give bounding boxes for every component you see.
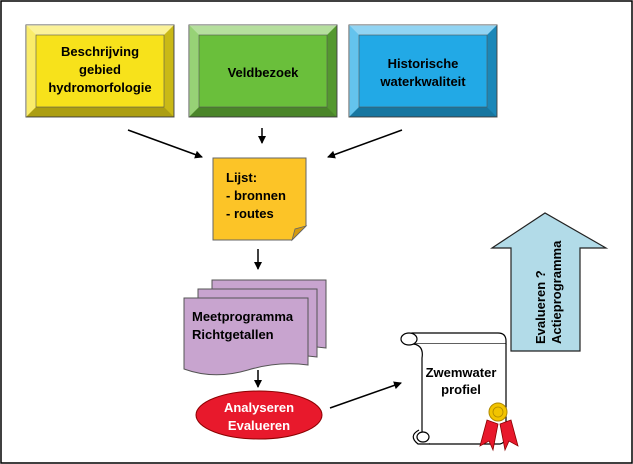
beschrijving-line3: hydromorfologie (48, 80, 151, 95)
lijst-line3: - routes (226, 206, 274, 221)
scroll-line1: Zwemwater (426, 365, 497, 380)
scroll-line2: profiel (441, 382, 481, 397)
seal-ribbon-left (479, 419, 499, 452)
beschrijving-box: Beschrijving gebied hydromorfologie (25, 24, 175, 118)
zwemwater-scroll: Zwemwater profiel (400, 332, 519, 452)
veldbezoek-box: Veldbezoek (188, 24, 338, 118)
arrow-beschrijving-to-lijst (127, 129, 203, 159)
meetprogramma-line1: Meetprogramma (192, 309, 294, 324)
veldbezoek-label: Veldbezoek (228, 65, 300, 80)
arrow-historische-to-lijst (327, 129, 403, 159)
lijst-note: Lijst: - bronnen - routes (212, 157, 308, 242)
historische-line2: waterkwaliteit (379, 74, 466, 89)
meetprogramma-line2: Richtgetallen (192, 327, 274, 342)
up-arrow-line2: Actieprogramma (549, 240, 564, 344)
beschrijving-line2: gebied (79, 62, 121, 77)
up-arrow-line1: Evalueren ? (533, 270, 548, 344)
lijst-line2: - bronnen (226, 188, 286, 203)
analyseren-line2: Evalueren (228, 418, 290, 433)
historische-line1: Historische (388, 56, 459, 71)
meetprogramma-documents: Meetprogramma Richtgetallen (183, 279, 327, 376)
beschrijving-line1: Beschrijving (61, 44, 139, 59)
analyseren-ellipse: Analyseren Evalueren (195, 390, 323, 440)
lijst-line1: Lijst: (226, 170, 257, 185)
seal-icon (488, 402, 508, 422)
seal-ribbon-right (499, 419, 519, 452)
up-arrow: Evalueren ? Actieprogramma (490, 212, 609, 352)
arrow-analyseren-to-profiel (329, 381, 402, 409)
analyseren-line1: Analyseren (224, 400, 294, 415)
historische-box: Historische waterkwaliteit (348, 24, 498, 118)
